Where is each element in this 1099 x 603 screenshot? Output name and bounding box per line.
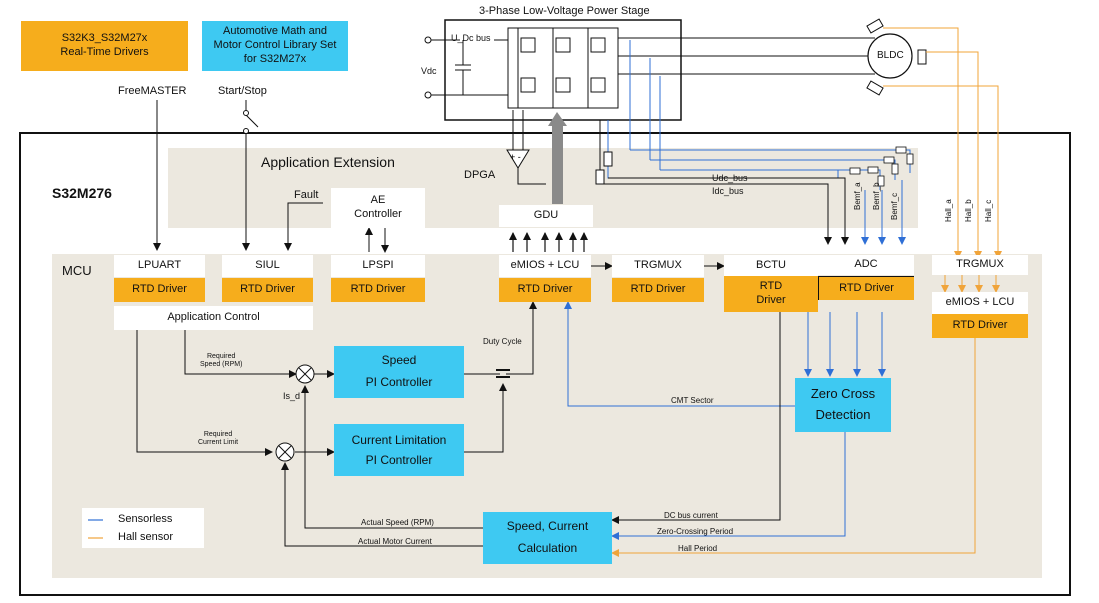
legend-hall: Hall sensor: [118, 531, 174, 543]
hall-a-label: Hall_a: [944, 199, 953, 222]
svg-text:+ -: + -: [510, 152, 521, 162]
bctu-rtd: RTD Driver: [724, 276, 818, 312]
idc-bus-label: Idc_bus: [712, 186, 744, 196]
dpga-label: DPGA: [464, 169, 496, 181]
lpspi-box: LPSPI: [331, 255, 425, 277]
bemf-a-label: Bemf_a: [853, 182, 862, 210]
fault-label: Fault: [294, 189, 319, 201]
hall-b-label: Hall_b: [964, 199, 973, 222]
lpuart-box: LPUART: [114, 255, 205, 277]
bldc-motor-shape: [867, 33, 913, 79]
siul-box: SIUL: [222, 255, 313, 277]
hall-c-label: Hall_c: [984, 199, 993, 222]
emios-lcu2-rtd: RTD Driver: [932, 314, 1028, 338]
trgmux-rtd: RTD Driver: [612, 278, 704, 302]
inverter-bridge: [507, 27, 619, 109]
lpspi-rtd: RTD Driver: [331, 278, 425, 302]
gdu-box: GDU: [499, 205, 593, 227]
duty-cycle-label: Duty Cycle: [483, 337, 522, 346]
vdc-label: Vdc: [421, 66, 437, 76]
emios-lcu-rtd: RTD Driver: [499, 278, 591, 302]
ae-controller-box: AE Controller: [331, 188, 425, 228]
u-dc-bus-label: U_Dc bus: [451, 33, 491, 43]
lpuart-rtd: RTD Driver: [114, 278, 205, 302]
cmt-sector-label: CMT Sector: [671, 396, 714, 405]
actual-current-label: Actual Motor Current: [358, 537, 432, 546]
current-pi-box: Current Limitation PI Controller: [334, 424, 464, 476]
legend-sensorless: Sensorless: [118, 513, 173, 525]
hall-period-label: Hall Period: [678, 544, 718, 553]
power-stage-title: 3-Phase Low-Voltage Power Stage: [479, 5, 650, 17]
start-stop-label: Start/Stop: [218, 85, 267, 97]
zero-cross-box: Zero Cross Detection: [795, 378, 891, 432]
emios-lcu-box: eMIOS + LCU: [499, 255, 591, 277]
adc-box: ADC: [818, 255, 914, 275]
dc-bus-current-label: DC bus current: [664, 511, 718, 520]
speed-pi-box: Speed PI Controller: [334, 346, 464, 398]
siul-rtd: RTD Driver: [222, 278, 313, 302]
is-d-label: Is_d: [283, 391, 301, 401]
required-current-label: Required Current Limit: [198, 431, 239, 447]
udc-bus-label: Udc_bus: [712, 173, 748, 183]
bemf-b-label: Bemf_b: [872, 182, 881, 210]
trgmux-box: TRGMUX: [612, 255, 704, 277]
bldc-label: BLDC: [877, 50, 904, 61]
bctu-box: BCTU: [724, 255, 818, 277]
app-control-box: Application Control: [114, 306, 313, 330]
app-extension-label: Application Extension: [261, 154, 395, 170]
chip-name: S32M276: [52, 185, 112, 201]
speed-calc-box: Speed, Current Calculation: [483, 512, 612, 564]
bemf-c-label: Bemf_c: [890, 192, 899, 220]
required-speed-label: Required Speed (RPM): [200, 353, 243, 369]
legend-box: [82, 508, 204, 548]
rtd-drivers-box: S32K3_S32M27x Real-Time Drivers: [21, 21, 188, 71]
actual-speed-label: Actual Speed (RPM): [361, 518, 434, 527]
zero-crossing-period-label: Zero-Crossing Period: [657, 527, 734, 536]
mcu-label: MCU: [62, 263, 92, 278]
trgmux2-box: TRGMUX: [932, 255, 1028, 275]
ammclib-box: Automotive Math and Motor Control Librar…: [202, 21, 348, 71]
freemaster-label: FreeMASTER: [118, 85, 187, 97]
emios-lcu2-box: eMIOS + LCU: [932, 292, 1028, 314]
adc-rtd: RTD Driver: [818, 276, 914, 300]
